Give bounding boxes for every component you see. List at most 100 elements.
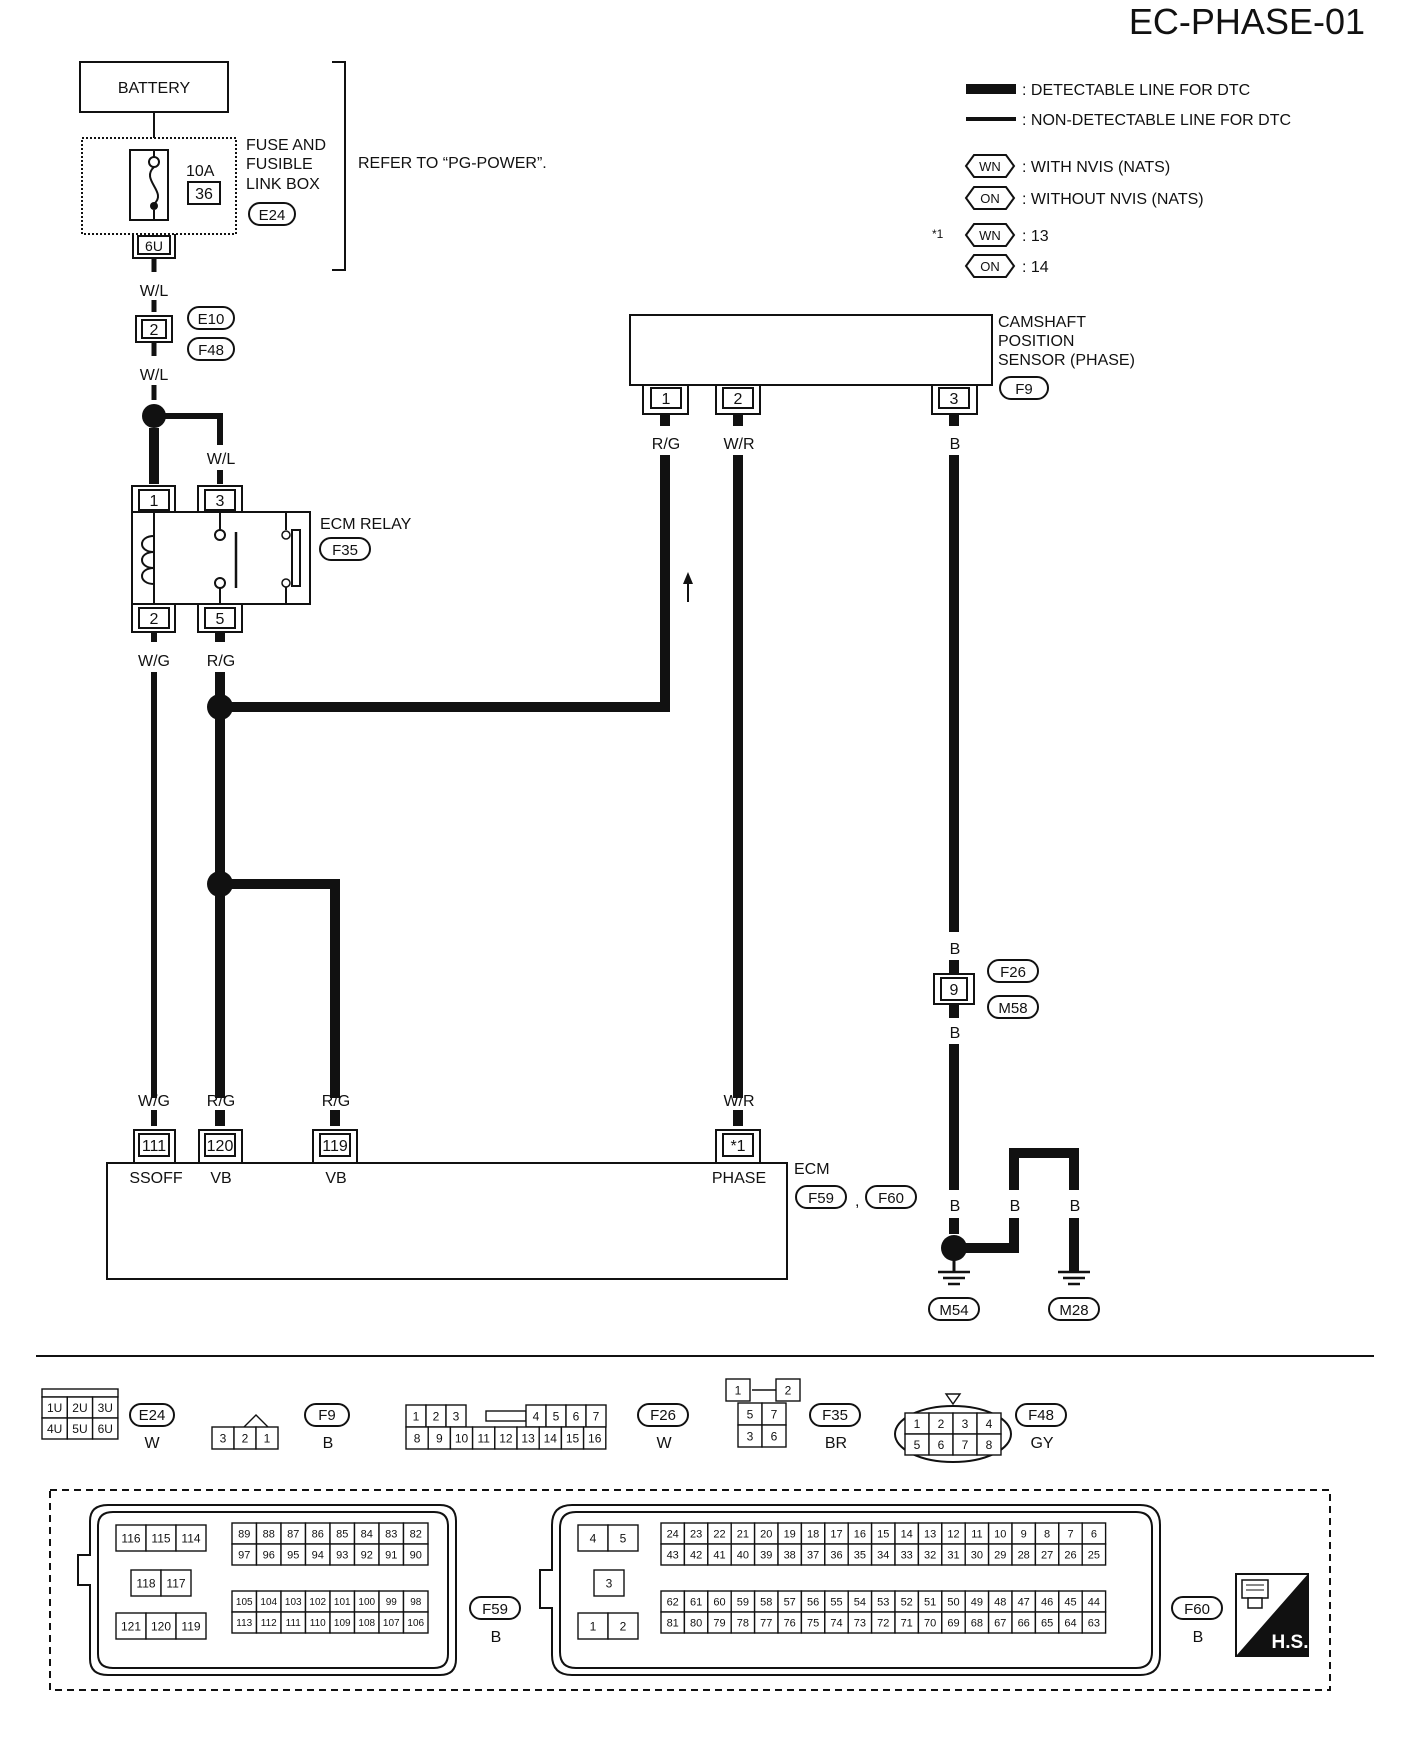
conn-f60-label: 1 — [590, 1619, 597, 1633]
relay-pin-1: 1 — [150, 493, 159, 510]
conn-f26-label: 15 — [566, 1431, 580, 1445]
conn-e24-cell — [91, 1417, 119, 1440]
conn-f59-code: F59 — [482, 1601, 508, 1618]
conn-f48-label: 1 — [914, 1417, 921, 1431]
conn-f60-label: 78 — [737, 1617, 749, 1629]
conn-f60-label: 9 — [1021, 1528, 1027, 1540]
conn-f60-label: 73 — [854, 1617, 866, 1629]
legend-note-on-pin: : 14 — [1022, 259, 1049, 276]
conn-f26-color: W — [656, 1435, 672, 1452]
fuse-amps: 10A — [186, 163, 215, 180]
conn-f26-cell — [582, 1426, 607, 1450]
conn-f35-cell — [725, 1378, 751, 1402]
conn-f60-label: 72 — [877, 1617, 889, 1629]
conn-f59-cell — [145, 1612, 177, 1640]
relay-pin-2: 2 — [150, 611, 159, 628]
conn-f26-label: 1 — [413, 1409, 420, 1423]
wire-label-b-g3: B — [1070, 1198, 1081, 1215]
conn-f60-label: 57 — [784, 1596, 796, 1608]
conn-f60-label: 47 — [1018, 1596, 1030, 1608]
conn-f60-cell — [577, 1524, 609, 1552]
conn-f59-label: 84 — [361, 1528, 373, 1540]
conn-f59-label: 90 — [410, 1549, 422, 1561]
conn-f59-cell — [160, 1569, 192, 1597]
ecm-pin-120: 120 — [207, 1138, 234, 1155]
cmp-sensor-label-3: SENSOR (PHASE) — [998, 352, 1135, 369]
conn-f60-label: 4 — [590, 1531, 597, 1545]
conn-f26-label: 16 — [588, 1431, 602, 1445]
wire-wl-relay-3 — [154, 413, 223, 445]
conn-f48-label: 4 — [986, 1417, 993, 1431]
conn-f60-label: 25 — [1088, 1549, 1100, 1561]
conn-f59-label: 105 — [236, 1597, 253, 1608]
conn-f60-label: 55 — [830, 1596, 842, 1608]
ecm-relay: 1 3 2 5 — [131, 485, 311, 633]
legend-note-wn-pin: : 13 — [1022, 228, 1049, 245]
conn-f60-label: 48 — [994, 1596, 1006, 1608]
joint-e10-code: E10 — [198, 311, 225, 328]
conn-f35-label: 2 — [785, 1383, 792, 1397]
conn-f48-label: 7 — [962, 1438, 969, 1452]
conn-f9-label: 2 — [242, 1431, 249, 1445]
cmp-sensor-label-2: POSITION — [998, 333, 1074, 350]
conn-f60-shell — [539, 1504, 1161, 1676]
conn-e24-label: 1U — [47, 1401, 62, 1415]
conn-f59-label: 87 — [287, 1528, 299, 1540]
ecm-relay-label: ECM RELAY — [320, 516, 412, 533]
wire-label-wg-ecm: W/G — [138, 1093, 170, 1110]
conn-f59-label: 109 — [334, 1618, 351, 1629]
ground-m28-icon — [1058, 1270, 1090, 1286]
conn-f59-label: 108 — [358, 1618, 375, 1629]
conn-f59-label: 111 — [286, 1618, 302, 1629]
conn-f35-color: BR — [825, 1435, 847, 1452]
wire-label-wl-top: W/L — [140, 283, 169, 300]
wire-label-wl-mid: W/L — [140, 367, 169, 384]
joint-f26-code: F26 — [1000, 964, 1026, 981]
conn-f60-label: 61 — [690, 1596, 702, 1608]
conn-f26-label: 2 — [433, 1409, 440, 1423]
conn-f26-label: 4 — [533, 1409, 540, 1423]
conn-e24-color: W — [144, 1435, 160, 1452]
joint-f48-code: F48 — [198, 342, 224, 359]
conn-f48-label: 5 — [914, 1438, 921, 1452]
conn-f59-label: 110 — [310, 1618, 326, 1629]
conn-f59-label: 95 — [287, 1549, 299, 1561]
wire-label-b-g2: B — [1010, 1198, 1021, 1215]
conn-f60-label: 81 — [667, 1617, 679, 1629]
fuse-number: 36 — [195, 186, 213, 203]
conn-f48-label: 2 — [938, 1417, 945, 1431]
conn-f60-label: 58 — [760, 1596, 772, 1608]
wire-label-rg-sensor: R/G — [652, 436, 680, 453]
conn-f59-label: 98 — [410, 1597, 422, 1608]
wire-label-wr-ecm: W/R — [723, 1093, 754, 1110]
conn-f59-cell — [175, 1612, 207, 1640]
joint-f26: 9 — [933, 973, 975, 1005]
conn-f60-label: 8 — [1044, 1528, 1050, 1540]
conn-f26-label: 5 — [553, 1409, 560, 1423]
conn-f59-label: 96 — [263, 1549, 275, 1561]
conn-f59-cell — [402, 1543, 429, 1566]
cmp-sensor-body — [629, 314, 993, 386]
conn-f60-cell — [593, 1569, 625, 1597]
fuse-box-label-2: FUSIBLE — [246, 156, 313, 173]
wire-label-b-sensor: B — [950, 436, 961, 453]
conn-f60-label: 51 — [924, 1596, 936, 1608]
ecm-label-ssoff: SSOFF — [129, 1170, 183, 1187]
conn-f60-label: 67 — [994, 1617, 1006, 1629]
conn-f60-label: 63 — [1088, 1617, 1100, 1629]
conn-f60-label: 5 — [620, 1531, 627, 1545]
legend-non-detectable: : NON-DETECTABLE LINE FOR DTC — [1022, 112, 1291, 129]
conn-f26-label: 6 — [573, 1409, 580, 1423]
conn-f60-label: 42 — [690, 1549, 702, 1561]
conn-f60-label: 74 — [830, 1617, 842, 1629]
ecm-pin-119: 119 — [322, 1138, 348, 1155]
conn-f26-label: 9 — [436, 1431, 443, 1445]
conn-f60-label: 77 — [760, 1617, 772, 1629]
conn-f59-label: 112 — [261, 1618, 277, 1629]
conn-f60-label: 7 — [1067, 1528, 1073, 1540]
conn-f59-label: 82 — [410, 1528, 422, 1540]
conn-f59-label: 119 — [181, 1619, 200, 1633]
conn-f48-label: 3 — [962, 1417, 969, 1431]
conn-f59-label: 94 — [312, 1549, 324, 1561]
